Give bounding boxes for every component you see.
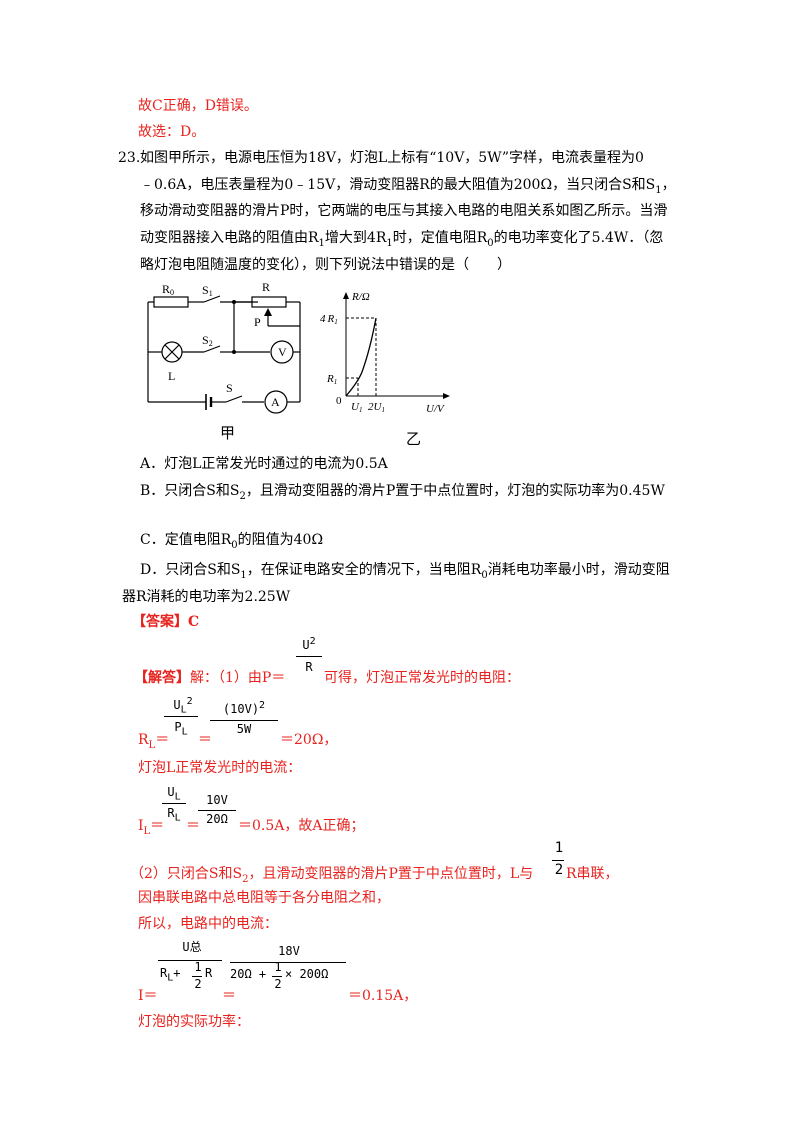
den-r: R	[205, 966, 213, 980]
rl-eq-2: ＝	[198, 732, 212, 748]
voltmeter-v: V	[278, 345, 287, 359]
il-eq: IL＝	[138, 818, 165, 837]
half-den-2: 2	[194, 977, 202, 991]
half-num: 1	[554, 840, 564, 856]
i-eq-2: ＝	[222, 988, 236, 1004]
ammeter-a: A	[271, 395, 280, 409]
frac-r-den: R	[305, 660, 313, 674]
label-p: P	[254, 315, 261, 329]
option-b: B．只闭合S和S2，且滑动变阻器的滑片P置于中点位置时，灯泡的实际功率为0.45…	[140, 483, 665, 502]
frac-pl: PL	[174, 720, 188, 738]
frac-ul: UL	[167, 785, 181, 803]
il-result: ＝0.5A，故A正确；	[238, 818, 365, 834]
question-line-5: 略灯泡电阻随温度的变化），则下列说法中错误的是（ ）	[140, 257, 511, 273]
analysis-line-1: 【解答】解：（1）由P＝	[134, 670, 286, 686]
analysis-line-6: 灯泡的实际功率：	[138, 1014, 250, 1030]
half-den: 2	[554, 862, 564, 878]
graph-tick-u1: U1	[351, 401, 362, 414]
frac-bar	[164, 716, 198, 717]
caption-jia: 甲	[220, 424, 235, 442]
prev-line-1: 故C正确，D错误。	[138, 98, 258, 114]
analysis-line-3-tail: R串联，	[566, 866, 619, 882]
frac-bar	[198, 810, 236, 811]
option-a: A．灯泡L正常发光时通过的电流为0.5A	[140, 456, 388, 472]
label-r0: R0	[162, 282, 174, 297]
frac-18v: 18V	[278, 944, 300, 958]
i-result: ＝0.15A，	[348, 988, 418, 1004]
label-s: S	[226, 381, 233, 395]
frac-u2-num: U2	[302, 636, 316, 652]
frac-10v2: (10V)2	[222, 700, 266, 716]
label-s2: S2	[202, 333, 213, 348]
frac-bar	[158, 960, 222, 961]
label-s1: S1	[202, 283, 213, 298]
frac-bar	[552, 860, 564, 861]
rl-eq: RL＝	[138, 732, 170, 751]
frac-bar	[272, 976, 282, 977]
caption-yi: 乙	[406, 430, 421, 446]
frac-20ohm: 20Ω	[206, 812, 228, 826]
question-line-4: 动变阻器接入电路的阻值由R1增大到4R1时，定值电阻R0的电功率变化了5.4W．…	[140, 230, 664, 249]
frac-bar	[296, 656, 322, 657]
analysis-line-4: 因串联电路中总电阻等于各分电阻之和，	[138, 890, 390, 906]
analysis-line-3: （2）只闭合S和S2，且滑动变阻器的滑片P置于中点位置时，L与	[130, 866, 534, 885]
graph-y-label: R/Ω	[351, 291, 370, 303]
frac-u-total: U总	[182, 940, 202, 954]
frac-bar	[192, 976, 202, 977]
i-eq: I＝	[138, 988, 158, 1004]
frac-bar	[162, 803, 186, 804]
half-num-2: 1	[194, 960, 202, 974]
question-line-2: ﹣0.6A，电压表量程为0﹣15V，滑动变阻器R的最大阻值为200Ω，当只闭合S…	[140, 177, 676, 196]
question-line-1: 如图甲所示，电源电压恒为18V，灯泡L上标有“10V，5W”字样，电流表量程为0	[140, 150, 644, 166]
option-d-line-1: D．只闭合S和S1，在保证电路安全的情况下，当电阻R0消耗电功率最小时，滑动变阻	[140, 562, 670, 581]
circuit-diagram: R0 S1 R P S2 V L S A 甲	[147, 280, 301, 442]
option-d-line-2: 器R消耗的电功率为2.25W	[122, 589, 291, 605]
option-c: C．定值电阻R0的阻值为40Ω	[140, 532, 324, 551]
label-r: R	[262, 280, 270, 294]
half-den-3: 2	[274, 977, 282, 991]
frac-5w: 5W	[236, 722, 252, 736]
frac-rl: RL	[167, 806, 181, 824]
den-rl-half-r: RL+	[160, 966, 181, 984]
il-eq-2: ＝	[186, 818, 200, 834]
graph-tick-r1: R1	[326, 373, 337, 386]
frac-10v: 10V	[206, 793, 228, 807]
analysis-line-5: 所以，电路中的电流：	[138, 916, 278, 932]
answer-label: 【答案】C	[132, 614, 200, 630]
half-num-3: 1	[274, 960, 282, 974]
rl-result: ＝20Ω，	[280, 732, 338, 748]
label-l: L	[168, 369, 175, 383]
analysis-line-1-tail: 可得，灯泡正常发光时的电阻：	[324, 670, 520, 686]
analysis-line-2: 灯泡L正常发光时的电流：	[138, 760, 302, 776]
prev-line-2: 故选：D。	[138, 124, 206, 140]
graph-x-label: U/V	[426, 403, 445, 415]
graph-tick-2u1: 2U1	[368, 401, 385, 414]
graph-origin: 0	[336, 395, 342, 407]
frac-ul2: UL2	[173, 696, 193, 716]
den-20-part: 20Ω +	[230, 967, 267, 981]
question-line-3: 移动滑动变阻器的滑片P时，它两端的电压与其接入电路的电阻关系如图乙所示。当滑	[140, 203, 668, 219]
frac-bar	[230, 962, 346, 963]
den-200-part: × 200Ω	[285, 967, 329, 981]
question-number: 23.	[118, 150, 141, 166]
frac-bar	[210, 720, 278, 721]
